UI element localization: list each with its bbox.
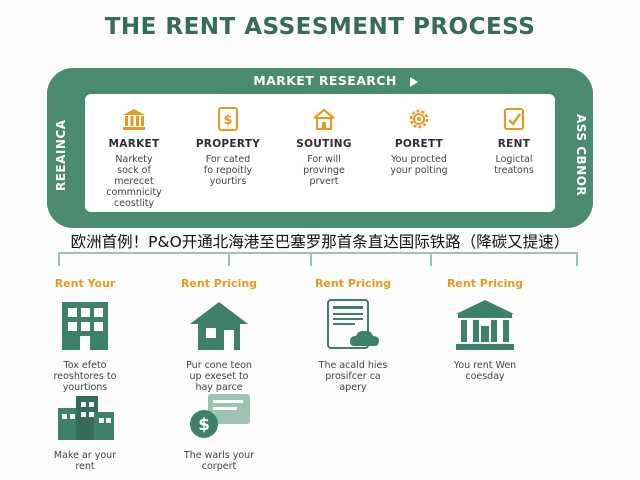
cycle-header: MARKET RESEARCH: [253, 73, 397, 88]
step-label: RENT: [497, 138, 531, 150]
city-buildings-icon: [48, 388, 122, 444]
card-heading: Rent Pricing: [180, 277, 258, 290]
dollar-document-icon: $: [215, 106, 241, 132]
connector-line: [58, 252, 60, 266]
gear-icon: [406, 106, 432, 132]
news-banner: 欧洲首例！P&O开通北海港至巴塞罗那首条直达国际铁路（降碳又提速）: [0, 230, 640, 252]
apartment-building-icon: [48, 298, 122, 354]
building-columns-icon: [121, 106, 147, 132]
cycle-right-label: ASS CBNOR: [574, 113, 588, 197]
connector-line: [310, 252, 312, 266]
card-heading: Rent Your: [54, 277, 116, 290]
step-label: PROPERTY: [195, 138, 261, 150]
connector-line: [576, 252, 578, 266]
step-label: PORETT: [394, 138, 444, 150]
house-icon: [182, 298, 256, 354]
card-heading: Rent Pricing: [446, 277, 524, 290]
connector-line: [58, 252, 578, 254]
house-icon: [311, 106, 337, 132]
step-label: MARKET: [108, 138, 160, 150]
svg-text:$: $: [198, 415, 210, 435]
arrow-right-icon: [410, 77, 418, 87]
cycle-left-label: REEAINCA: [54, 119, 68, 191]
step-label: SOUTING: [296, 138, 352, 150]
document-cloud-icon: [316, 298, 390, 354]
card-heading: Rent Pricing: [314, 277, 392, 290]
dollar-card-icon: $: [182, 388, 256, 444]
connector-line: [228, 252, 230, 266]
bank-building-icon: [448, 298, 522, 354]
diagram-title: THE RENT ASSESMENT PROCESS: [104, 14, 536, 40]
checkmark-document-icon: [501, 106, 527, 132]
svg-text:$: $: [223, 113, 232, 128]
connector-line: [430, 252, 432, 266]
